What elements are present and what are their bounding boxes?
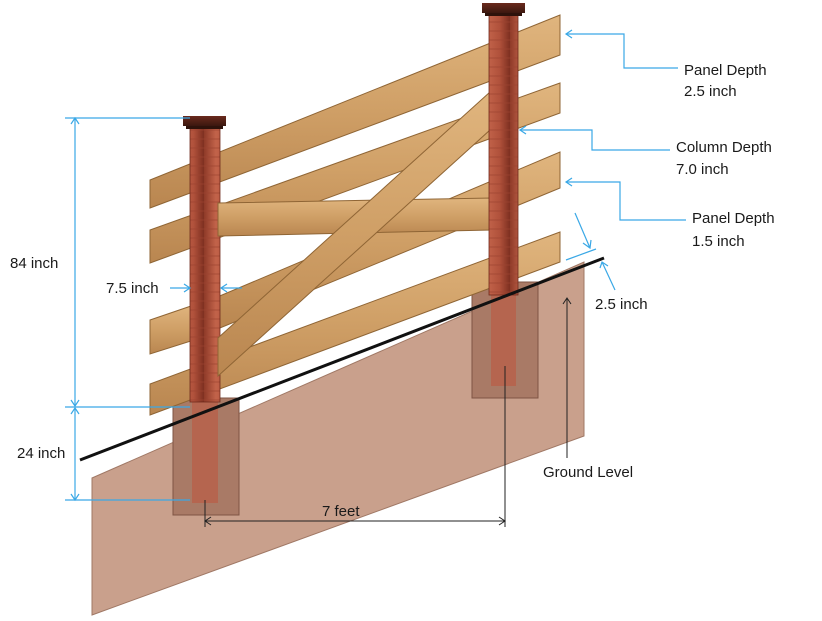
third-rail-left-stub bbox=[149, 304, 195, 355]
left-post-cap bbox=[183, 116, 226, 126]
panel-depth-top-title: Panel Depth bbox=[684, 62, 767, 79]
ground-level-label: Ground Level bbox=[543, 464, 633, 481]
ground-line bbox=[79, 256, 605, 462]
column-depth-title: Column Depth bbox=[676, 139, 772, 156]
footing-depth-label: 24 inch bbox=[17, 445, 65, 462]
dark-dimension-lines bbox=[204, 297, 572, 527]
left-footing bbox=[172, 397, 240, 516]
post-spacing-label: 7 feet bbox=[322, 503, 360, 520]
left-post bbox=[183, 116, 226, 403]
panel-depth-mid-value: 1.5 inch bbox=[692, 233, 745, 250]
rail-gap-label: 2.5 inch bbox=[595, 296, 648, 313]
top-rail bbox=[149, 14, 561, 209]
soil-block bbox=[91, 261, 585, 616]
right-post bbox=[482, 3, 525, 296]
dimension-lines bbox=[65, 29, 686, 502]
post-width-label: 7.5 inch bbox=[106, 280, 159, 297]
post-height-label: 84 inch bbox=[10, 255, 58, 272]
bottom-rail bbox=[149, 231, 561, 416]
panel-depth-mid-title: Panel Depth bbox=[692, 210, 775, 227]
panel-depth-top-value: 2.5 inch bbox=[684, 83, 737, 100]
right-post-cap bbox=[482, 3, 525, 13]
column-depth-value: 7.0 inch bbox=[676, 161, 729, 178]
